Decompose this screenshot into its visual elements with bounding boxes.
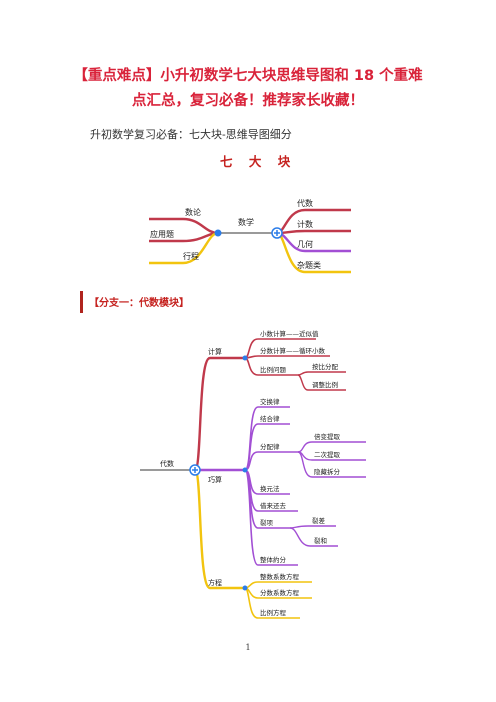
- fenpei-child-1: 倍变提取: [314, 432, 341, 441]
- liexiang-child-2: 裂和: [314, 536, 327, 545]
- branch-jisuan: [193, 356, 245, 472]
- qiaosuan-item-1: 交换律: [260, 397, 280, 406]
- qiaosuan-label: 巧算: [208, 475, 222, 484]
- jisuan-item-2: 分数计算——循环小数: [260, 346, 326, 355]
- fangcheng-item-2: 分数系数方程: [260, 588, 300, 597]
- plus-icon-mark: [274, 230, 280, 236]
- mindmap-daishu-module: 代数 计算 小数计算——近似值 分数计算——循环小数 比例问题 按比分配 调整比…: [140, 329, 366, 619]
- jisuan-item-3: 比例问题: [260, 365, 287, 374]
- mindmap-seven-blocks: 数学 数论 应用题 行程 代数 计数 几何 杂题类: [149, 198, 351, 274]
- left-hub-dot: [214, 229, 222, 237]
- fangcheng-item-3: 比例方程: [260, 608, 287, 617]
- bili-child-line-2: [297, 374, 346, 391]
- qiaosuan-item-7: 整体約分: [260, 555, 287, 564]
- jisuan-hub-dot: [242, 355, 248, 361]
- right-label-jihe: 几何: [297, 239, 313, 249]
- left-label-shulun: 数论: [185, 207, 201, 217]
- qiaosuan-item-2: 结合律: [260, 414, 280, 423]
- branch-title: 【分支一：代数模块】: [89, 298, 189, 309]
- right-label-zatilei: 杂题类: [297, 260, 321, 270]
- bili-child-line-1: [297, 371, 346, 376]
- right-branch-daishu: [276, 208, 351, 235]
- qiaosuan-item-line-7: [244, 469, 298, 566]
- right-branch-jihe: [276, 231, 351, 253]
- subtitle: 升初数学复习必备：七大块-思维导图细分: [90, 128, 292, 141]
- branch-fangcheng: [193, 468, 245, 590]
- liexiang-child-line-2: [289, 527, 338, 547]
- jisuan-label: 计算: [208, 347, 222, 356]
- liexiang-child-1: 裂差: [312, 516, 326, 525]
- qiaosuan-hub-dot: [242, 467, 248, 473]
- right-branch-jishu: [276, 229, 351, 235]
- liexiang-child-line-1: [289, 525, 336, 529]
- bili-child-1: 按比分配: [312, 362, 339, 371]
- qiaosuan-item-4: 换元法: [260, 484, 280, 493]
- fenpei-child-3: 隐藏拆分: [314, 467, 341, 476]
- left-label-yingyongti: 应用题: [150, 229, 174, 239]
- page-number: 1: [245, 643, 251, 652]
- title-line-2: 点汇总，复习必备！推荐家长收藏！: [132, 93, 364, 109]
- right-label-jishu: 计数: [297, 219, 313, 229]
- qiaosuan-item-5: 借来还去: [260, 501, 287, 510]
- qiaosuan-item-line-3: [244, 451, 298, 471]
- fangcheng-label: 方程: [208, 578, 222, 587]
- fangcheng-hub-dot: [242, 585, 248, 591]
- fenpei-child-2: 二次提取: [314, 450, 341, 459]
- qiaosuan-item-3: 分配律: [260, 442, 280, 451]
- section-heading: 七 大 块: [220, 154, 297, 169]
- fenpei-child-line-3: [297, 451, 366, 478]
- root-plus-mark: [192, 467, 198, 473]
- right-label-daishu: 代数: [297, 198, 313, 208]
- left-label-xingcheng: 行程: [183, 251, 199, 261]
- document-title: 【重点难点】小升初数学七大块思维导图和 18 个重难 点汇总，复习必备！推荐家长…: [40, 64, 456, 114]
- jisuan-item-line-2: [244, 355, 330, 359]
- root-label: 代数: [160, 459, 174, 468]
- fangcheng-item-line-1: [244, 581, 312, 589]
- jisuan-item-1: 小数计算——近似值: [260, 329, 319, 338]
- fangcheng-item-1: 整数系数方程: [260, 572, 300, 581]
- branch-title-block: 【分支一：代数模块】: [80, 291, 189, 313]
- bili-child-2: 调整比例: [312, 380, 338, 389]
- title-line-1: 【重点难点】小升初数学七大块思维导图和 18 个重难: [73, 68, 423, 84]
- center-label: 数学: [238, 217, 254, 227]
- qiaosuan-item-6: 裂项: [260, 518, 274, 527]
